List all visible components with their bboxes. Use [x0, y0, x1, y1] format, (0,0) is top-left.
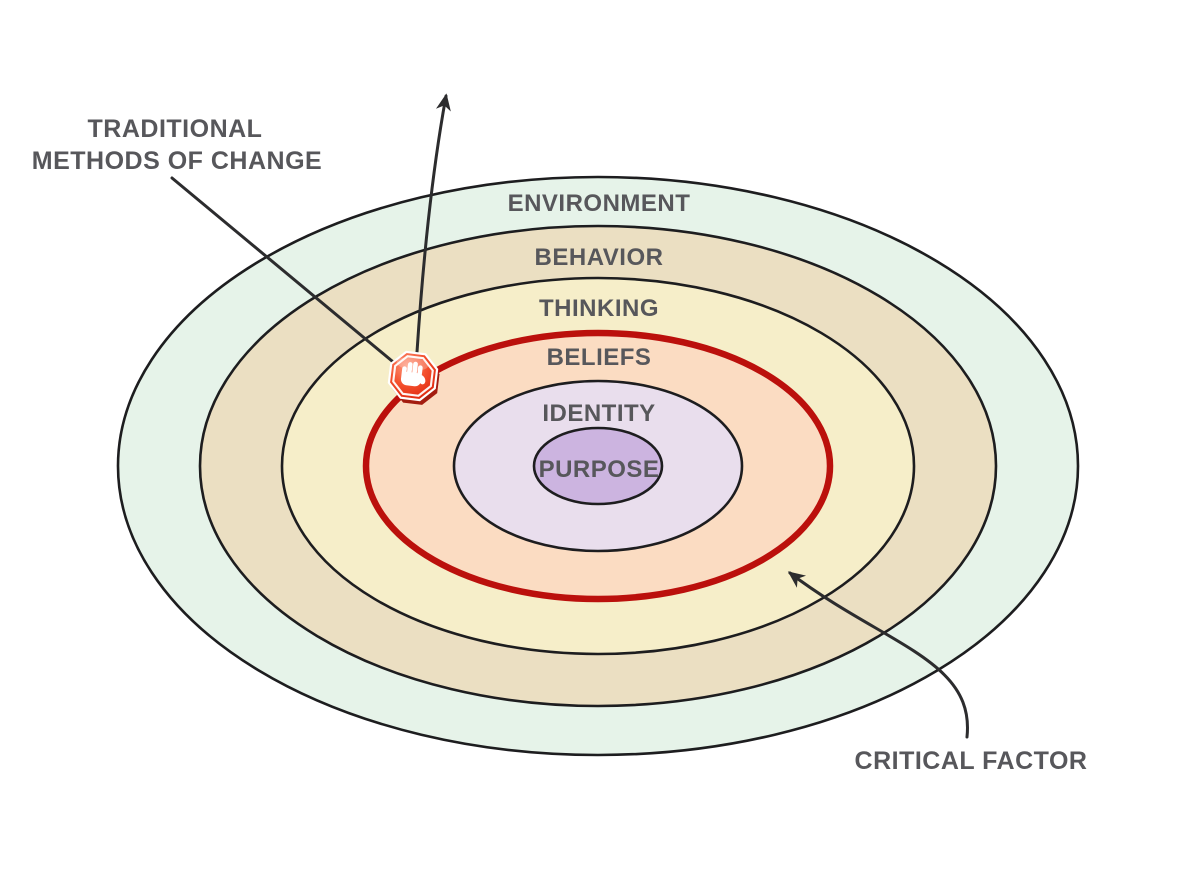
critical-factor-label: CRITICAL FACTOR	[855, 747, 1088, 775]
traditional-methods-pointer-line	[170, 176, 400, 368]
traditional-methods-label-line2: METHODS OF CHANGE	[32, 147, 322, 175]
stop-icon-rim	[392, 355, 434, 397]
stop-hand-icon	[387, 350, 440, 405]
ring-purpose	[532, 426, 664, 506]
traditional-methods-label-line1: TRADITIONAL	[88, 115, 263, 143]
critical-factor-arrow	[787, 571, 969, 739]
ring-label-thinking: THINKING	[539, 295, 659, 322]
ring-label-purpose: PURPOSE	[539, 456, 660, 483]
hand-glyph	[400, 361, 426, 387]
ring-label-beliefs: BELIEFS	[547, 344, 652, 371]
ring-label-behavior: BEHAVIOR	[535, 244, 664, 271]
ring-label-environment: ENVIRONMENT	[508, 190, 691, 217]
ring-label-identity: IDENTITY	[542, 400, 655, 427]
outward-arrow	[415, 93, 451, 354]
